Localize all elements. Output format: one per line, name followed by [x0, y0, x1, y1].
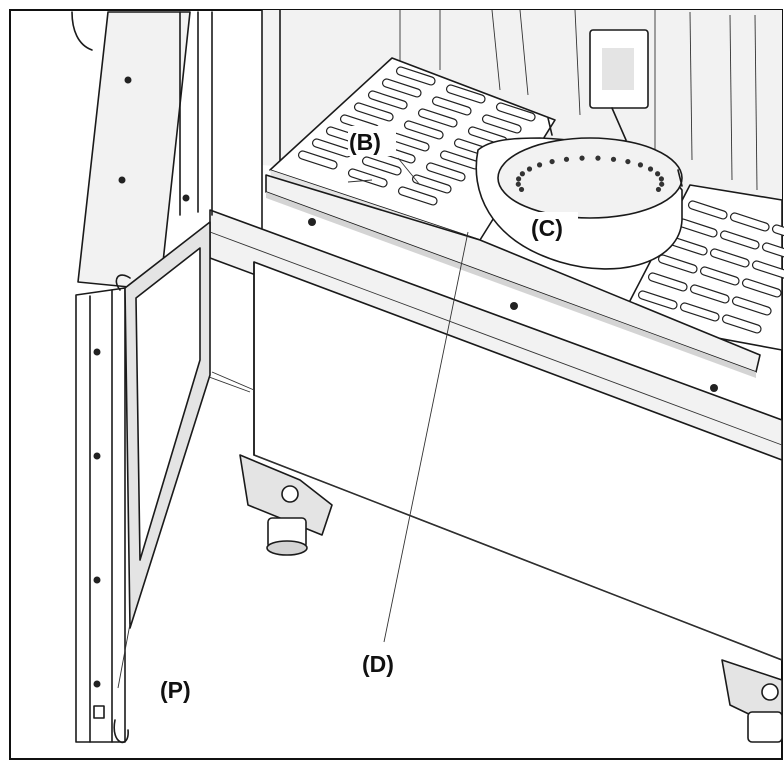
grate-slot: [687, 200, 728, 220]
grate-slot: [751, 260, 784, 280]
bowl-hole: [516, 176, 522, 182]
grate-slot: [411, 174, 452, 194]
bowl: [475, 117, 683, 270]
grate-slot: [347, 168, 388, 188]
bowl-hole: [595, 155, 601, 161]
grate-slot: [425, 162, 466, 182]
foot-left: [239, 454, 333, 556]
grate-slot: [761, 242, 784, 262]
bowl-hole: [610, 156, 617, 162]
label-c-bg: [530, 212, 578, 242]
grate-slot: [395, 66, 436, 86]
bowl-hole: [655, 171, 661, 177]
bowl-hole: [519, 171, 525, 177]
grate-right: [619, 184, 784, 351]
bowl-hole: [637, 162, 644, 168]
grate-slot: [637, 290, 678, 310]
grate-slot: [771, 224, 784, 244]
grate-slot: [721, 314, 762, 334]
bowl-hole: [518, 186, 525, 193]
label-b-bg: [348, 126, 396, 156]
bowl-hole: [655, 186, 662, 193]
grate-slot: [361, 156, 402, 176]
grate-slot: [367, 90, 408, 110]
grate-slot: [297, 150, 338, 170]
grate-slot: [719, 230, 760, 250]
grate-slot: [731, 296, 772, 316]
grate-slot: [417, 108, 458, 128]
leader-line-d: [383, 231, 469, 643]
bowl-hole: [515, 181, 521, 187]
bowl-hole: [526, 166, 533, 172]
grate-slot: [481, 114, 522, 134]
bowl-hole: [549, 158, 555, 165]
grate-slot: [741, 278, 782, 298]
grate-slot: [689, 284, 730, 304]
bowl-hole: [658, 176, 664, 182]
foot-right: [721, 659, 783, 743]
grate-slot: [381, 78, 422, 98]
grate-slot: [657, 254, 698, 274]
label-p: (P): [160, 677, 191, 703]
grate-slot: [353, 102, 394, 122]
bowl-hole: [579, 155, 585, 161]
grate-slot: [679, 302, 720, 322]
grate-slot: [397, 186, 438, 206]
label-c: (C): [531, 215, 563, 241]
bowl-hole: [563, 156, 570, 162]
label-b: (B): [349, 129, 381, 155]
grate-slot: [495, 102, 536, 122]
grate-slot: [431, 96, 472, 116]
bowl-hole: [647, 166, 654, 172]
grate-slot: [699, 266, 740, 286]
grate-right-slots: [637, 200, 784, 334]
grate-slot: [647, 272, 688, 292]
grate-slot: [709, 248, 750, 268]
grate-slot: [445, 84, 486, 104]
bowl-hole: [625, 158, 631, 165]
label-d: (D): [362, 651, 394, 677]
drip-tray: [265, 174, 761, 392]
leader-line-b: [397, 157, 421, 186]
bowl-hole: [659, 181, 665, 187]
bowl-holes: [515, 155, 665, 193]
grate-slot: [403, 120, 444, 140]
leader-line-b2: [347, 179, 373, 183]
open-door: [71, 11, 213, 744]
bowl-hole: [536, 162, 543, 168]
leader-line-p: [117, 623, 131, 689]
grate-slot: [729, 212, 770, 232]
